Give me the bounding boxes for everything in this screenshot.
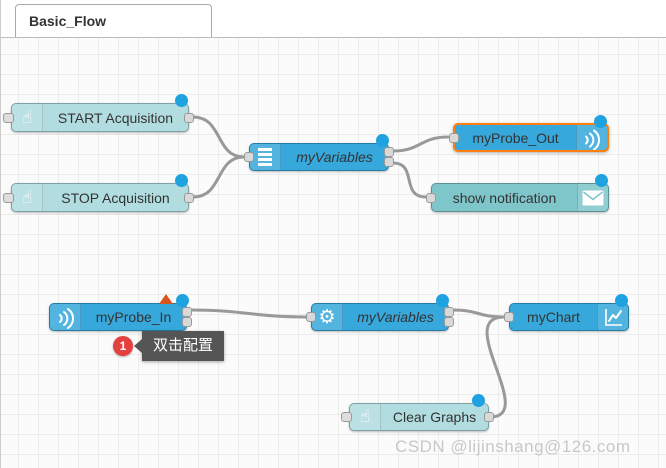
signal-icon xyxy=(50,304,81,330)
output-port[interactable] xyxy=(184,192,194,203)
node-label: STOP Acquisition xyxy=(61,189,170,206)
badge-count: 1 xyxy=(119,339,127,353)
list-icon xyxy=(250,144,281,170)
changed-indicator xyxy=(175,174,188,187)
input-port[interactable] xyxy=(426,192,436,203)
changed-indicator xyxy=(472,394,485,407)
hand-pointer-icon: ☝ xyxy=(350,404,381,430)
signal-icon xyxy=(576,125,607,150)
inject-button[interactable] xyxy=(341,412,352,422)
chart-icon xyxy=(597,304,628,330)
output-port-2[interactable] xyxy=(384,157,394,167)
input-port[interactable] xyxy=(504,312,514,322)
output-port-1[interactable] xyxy=(444,307,454,317)
changed-indicator xyxy=(615,294,628,307)
output-port-1[interactable] xyxy=(182,307,192,317)
output-port[interactable] xyxy=(484,412,494,422)
node-label: Clear Graphs xyxy=(392,409,477,425)
output-port[interactable] xyxy=(184,112,194,123)
node-label: START Acquisition xyxy=(57,109,174,126)
changed-indicator xyxy=(176,294,189,307)
changed-indicator xyxy=(436,294,449,307)
wire-myvariables-to-myprobeout[interactable] xyxy=(391,135,450,153)
watermark-text: CSDN @lijinshang@126.com xyxy=(395,437,631,456)
node-label: myChart xyxy=(527,309,580,325)
tab-bar: Basic_Flow xyxy=(1,0,666,38)
annotation-badge: 1 xyxy=(113,336,133,356)
node-mychart[interactable]: myChart xyxy=(504,294,629,331)
tab-basic-flow[interactable]: Basic_Flow xyxy=(15,4,212,37)
node-show-notification[interactable]: show notification xyxy=(426,174,609,212)
changed-indicator xyxy=(595,174,608,187)
inject-button[interactable] xyxy=(3,192,14,203)
annotation-tooltip: 双击配置 xyxy=(133,331,225,361)
input-port[interactable] xyxy=(306,312,316,322)
hand-pointer-icon: ☝ xyxy=(12,184,43,211)
node-label: myProbe_In xyxy=(95,309,172,325)
node-label: myVariables xyxy=(296,149,373,165)
changed-indicator xyxy=(594,115,607,128)
input-port[interactable] xyxy=(449,132,459,143)
inject-button[interactable] xyxy=(3,112,14,123)
wire-start-to-myvariables[interactable] xyxy=(191,115,246,159)
changed-indicator xyxy=(175,94,188,107)
output-port-2[interactable] xyxy=(444,317,454,327)
hand-pointer-icon: ☝ xyxy=(12,104,43,131)
gear-icon: ⚙ xyxy=(312,304,343,330)
node-myvariables-bottom[interactable]: ⚙ myVariables xyxy=(306,294,454,331)
node-label: myProbe_Out xyxy=(472,129,559,146)
output-port-2[interactable] xyxy=(182,317,192,327)
node-myprobe-in[interactable]: myProbe_In xyxy=(49,294,192,331)
changed-indicator xyxy=(376,134,389,147)
node-clear-graphs[interactable]: ☝ Clear Graphs xyxy=(341,394,494,431)
wire-stop-to-myvariables[interactable] xyxy=(191,155,246,199)
node-myvariables-top[interactable]: myVariables xyxy=(244,134,394,171)
output-port-1[interactable] xyxy=(384,147,394,157)
wire-cleargraphs-to-mychart[interactable] xyxy=(485,315,507,419)
wire-myprobein-to-myvariables[interactable] xyxy=(189,308,308,319)
node-stop-acquisition[interactable]: ☝ STOP Acquisition xyxy=(3,174,194,212)
error-triangle-icon xyxy=(159,294,173,304)
wire-myvariables-to-notification[interactable] xyxy=(391,161,428,199)
tooltip-text: 双击配置 xyxy=(153,337,214,354)
node-start-acquisition[interactable]: ☝ START Acquisition xyxy=(3,94,194,132)
envelope-icon xyxy=(577,184,608,211)
node-label: myVariables xyxy=(357,309,434,325)
tab-label: Basic_Flow xyxy=(29,13,107,29)
node-label: show notification xyxy=(452,189,557,206)
flow-canvas[interactable] xyxy=(1,37,666,468)
node-myprobe-out[interactable]: myProbe_Out xyxy=(449,115,609,152)
input-port[interactable] xyxy=(244,152,254,162)
